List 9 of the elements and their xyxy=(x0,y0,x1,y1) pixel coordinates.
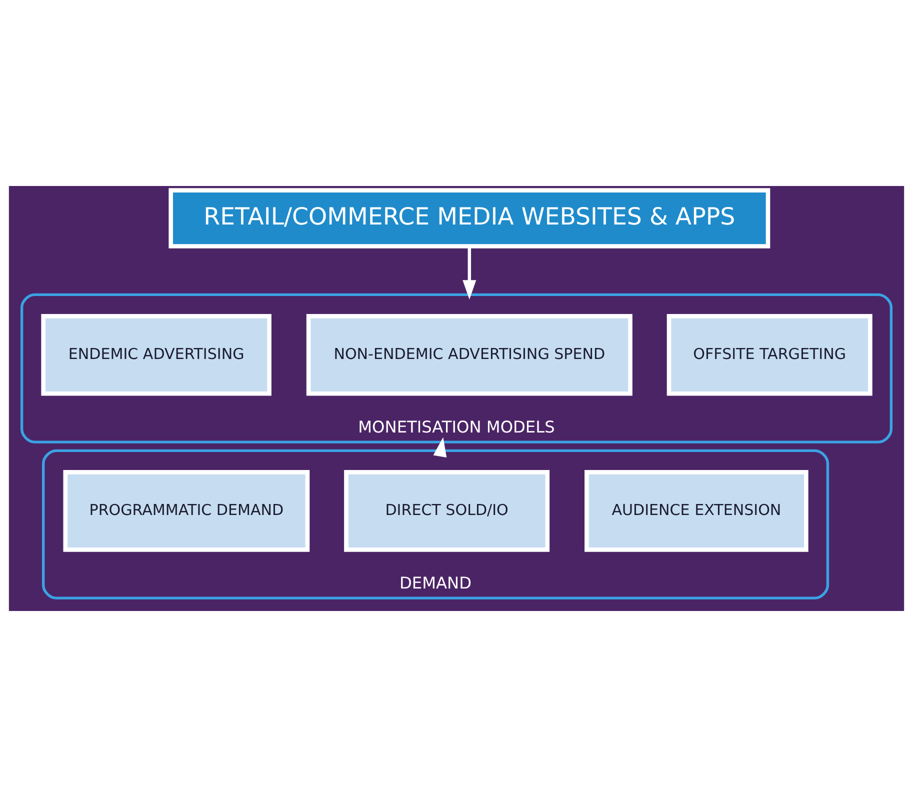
arrow xyxy=(433,436,447,458)
node-box: PROGRAMMATIC DEMAND xyxy=(63,470,310,552)
node-box: NON-ENDEMIC ADVERTISING SPEND xyxy=(306,314,632,396)
node-box: DIRECT SOLD/IO xyxy=(344,470,550,552)
node-box: OFFSITE TARGETING xyxy=(666,314,872,396)
node-box: RETAIL/COMMERCE MEDIA WEBSITES & APPS xyxy=(168,188,770,248)
node-box: AUDIENCE EXTENSION xyxy=(584,470,808,552)
node-box: ENDEMIC ADVERTISING xyxy=(41,314,272,396)
arrow xyxy=(462,246,476,300)
